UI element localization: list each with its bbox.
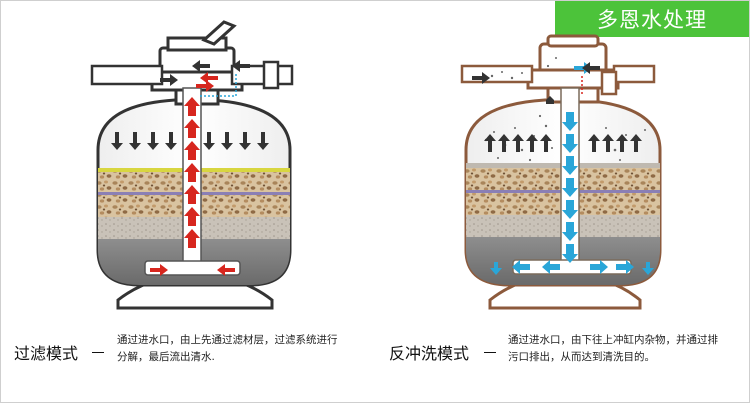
filtration-dash bbox=[92, 352, 104, 353]
filtration-pipe-arrows bbox=[160, 60, 250, 86]
backwash-tank bbox=[460, 34, 662, 310]
backwash-up-arrows bbox=[484, 134, 642, 152]
backwash-description-line-1: 通过进水口，由下往上冲缸内杂物，并通过排 bbox=[508, 334, 718, 346]
brand-badge: 多恩水处理 bbox=[555, 1, 749, 37]
filtration-down-arrows bbox=[111, 132, 269, 150]
backwash-flow-arrows bbox=[490, 62, 654, 275]
filtration-mode-title: 过滤模式 bbox=[14, 344, 79, 363]
backwash-dash bbox=[484, 352, 496, 353]
filtration-flow-arrows bbox=[150, 72, 235, 276]
filtration-description-line-2: 分解，最后流出清水. bbox=[117, 351, 215, 363]
backwash-mode-title: 反冲洗模式 bbox=[389, 344, 470, 363]
filtration-description: 通过进水口，由上先通过滤材层，过滤系统进行 分解，最后流出清水. bbox=[117, 332, 338, 366]
filtration-description-line-1: 通过进水口，由上先通过滤材层，过滤系统进行 bbox=[117, 334, 338, 346]
backwash-description-line-2: 污口排出，从而达到清洗目的。 bbox=[508, 351, 655, 363]
backwash-pipe-arrows bbox=[472, 62, 600, 104]
backwash-description: 通过进水口，由下往上冲缸内杂物，并通过排 污口排出，从而达到清洗目的。 bbox=[508, 332, 718, 366]
